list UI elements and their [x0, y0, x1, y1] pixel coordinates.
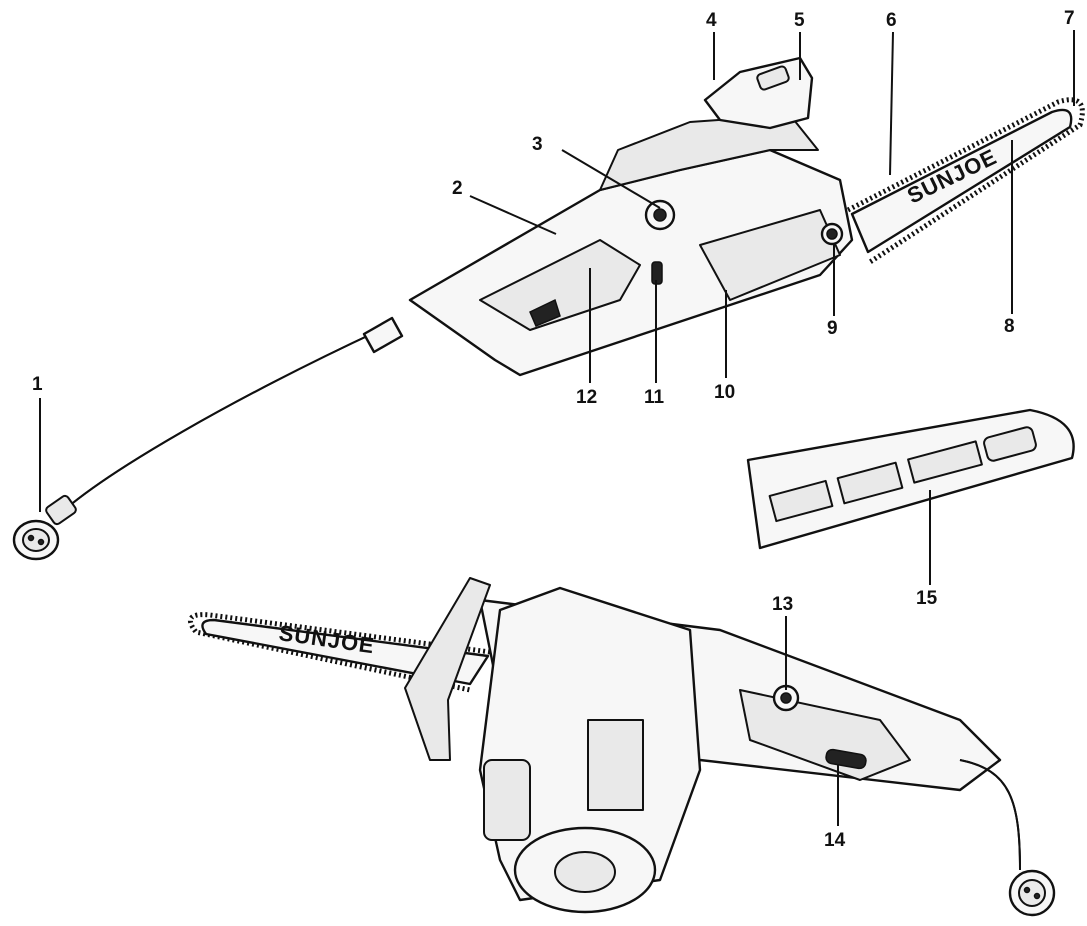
guide-bar-chain: SUNJOE	[846, 97, 1085, 265]
callout-4: 4	[706, 10, 717, 31]
callout-12: 12	[576, 387, 597, 408]
callout-9: 9	[827, 318, 838, 339]
chainsaw-top-view: SUNJOE	[12, 56, 1085, 561]
plug-icon	[12, 494, 77, 561]
callout-11: 11	[644, 387, 665, 408]
callout-14: 14	[824, 830, 846, 851]
callout-10: 10	[714, 382, 735, 403]
callout-15: 15	[916, 588, 938, 609]
callout-3: 3	[532, 134, 543, 155]
saw-body	[408, 56, 854, 377]
callout-2: 2	[452, 178, 463, 199]
leader-lines	[39, 30, 1075, 826]
callout-7: 7	[1064, 8, 1075, 29]
callout-labels: 1 2 3 4 5 6 7 8 9 10 11 12 13 14 15	[32, 8, 1075, 851]
callout-5: 5	[794, 10, 805, 31]
bar-cover	[746, 408, 1075, 550]
callout-13: 13	[772, 594, 793, 615]
callout-8: 8	[1004, 316, 1015, 337]
callout-6: 6	[886, 10, 897, 31]
callout-1: 1	[32, 374, 43, 395]
power-cord	[61, 329, 381, 513]
chainsaw-bottom-view: SUNJOE	[187, 577, 1056, 917]
plug-icon-bottom	[1008, 869, 1056, 917]
